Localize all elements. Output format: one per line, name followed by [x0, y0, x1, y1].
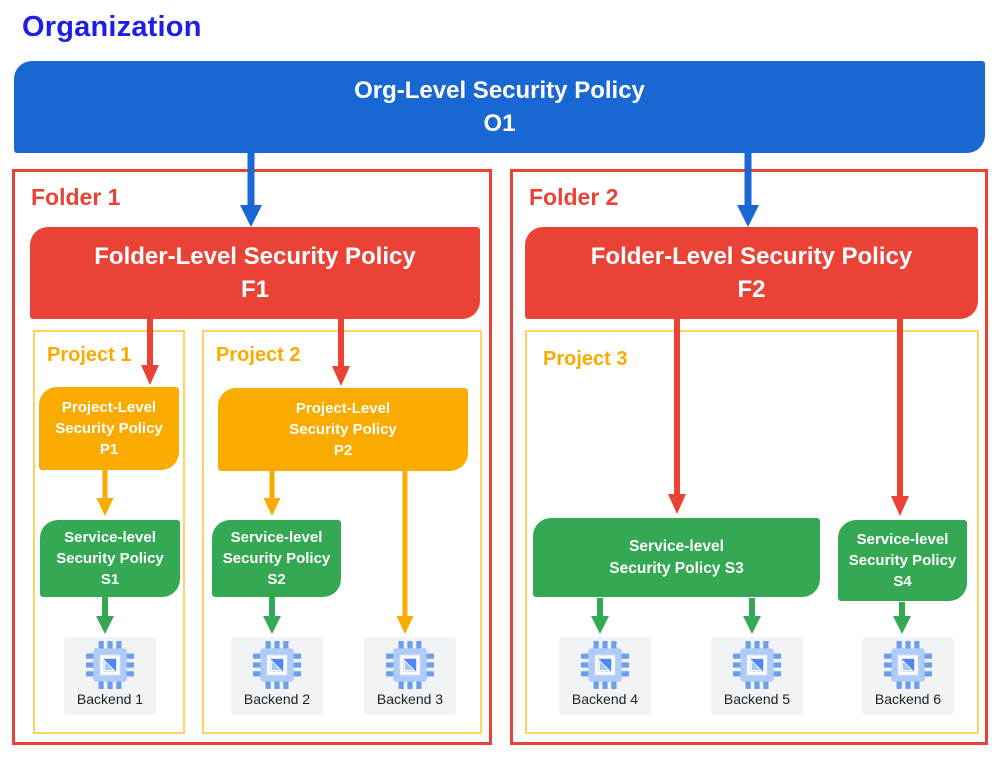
project-2-container: Project 2 Project-Level Security Policy … [202, 330, 482, 734]
project-3-container: Project 3 Service-level Security Policy … [525, 330, 979, 734]
backend-2-node: Backend 2 [231, 637, 323, 715]
s2-line: Security Policy [222, 550, 331, 567]
backend-1-node: Backend 1 [64, 637, 156, 715]
project-2-policy-id: P2 [333, 442, 353, 459]
service-policy-s1-card: Service-level Security Policy S1 [40, 520, 180, 597]
s4-line: Service-level [856, 531, 949, 548]
s3-line: Security Policy S3 [609, 559, 744, 577]
backend-4-node: Backend 4 [559, 637, 651, 715]
backend-6-node: Backend 6 [862, 637, 954, 715]
folder-2-policy-card: Folder-Level Security Policy F2 [525, 227, 978, 319]
backend-4-label: Backend 4 [571, 691, 639, 707]
s2-id: S2 [267, 571, 286, 588]
compute-chip-icon [85, 640, 135, 690]
project-1-container: Project 1 Project-Level Security Policy … [33, 330, 185, 734]
s1-id: S1 [100, 571, 120, 588]
project-1-policy-card: Project-Level Security Policy P1 [39, 387, 179, 470]
s2-line: Service-level [230, 529, 323, 546]
service-policy-s4-card: Service-level Security Policy S4 [838, 520, 967, 601]
project-1-policy-line: Security Policy [55, 420, 163, 437]
org-level-policy-card: Org-Level Security Policy O1 [14, 61, 985, 153]
s4-line: Security Policy [848, 552, 957, 569]
s1-line: Security Policy [56, 550, 164, 567]
project-1-policy-line: Project-Level [61, 399, 157, 416]
compute-chip-icon [732, 640, 782, 690]
folder-1-label: Folder 1 [31, 184, 121, 210]
backend-6-label: Backend 6 [874, 691, 942, 707]
backend-1-label: Backend 1 [76, 691, 144, 707]
project-1-policy-id: P1 [99, 441, 119, 458]
backend-5-node: Backend 5 [711, 637, 803, 715]
folder-2-policy-id: F2 [737, 276, 766, 303]
service-policy-s3-card: Service-level Security Policy S3 [533, 518, 820, 597]
folder-1-policy-id: F1 [240, 276, 269, 303]
backend-5-label: Backend 5 [723, 691, 791, 707]
backend-3-label: Backend 3 [376, 691, 444, 707]
s3-line: Service-level [629, 537, 724, 555]
compute-chip-icon [385, 640, 435, 690]
project-1-label: Project 1 [47, 344, 132, 366]
backend-2-label: Backend 2 [243, 691, 311, 707]
org-policy-id: O1 [483, 110, 516, 137]
project-2-policy-line: Security Policy [289, 421, 397, 438]
compute-chip-icon [580, 640, 630, 690]
page-title: Organization [22, 11, 202, 43]
s4-id: S4 [893, 573, 912, 590]
backend-3-node: Backend 3 [364, 637, 456, 715]
project-2-policy-card: Project-Level Security Policy P2 [218, 388, 468, 471]
folder-2-container: Folder 2 Folder-Level Security Policy F2… [510, 169, 988, 745]
folder-1-policy-name: Folder-Level Security Policy [94, 243, 416, 270]
project-2-policy-line: Project-Level [295, 400, 391, 417]
org-policy-name: Org-Level Security Policy [354, 77, 645, 104]
compute-chip-icon [883, 640, 933, 690]
folder-1-policy-card: Folder-Level Security Policy F1 [30, 227, 480, 319]
s1-line: Service-level [64, 529, 156, 546]
folder-1-container: Folder 1 Folder-Level Security Policy F1… [12, 169, 492, 745]
compute-chip-icon [252, 640, 302, 690]
project-3-label: Project 3 [543, 348, 628, 370]
folder-2-policy-name: Folder-Level Security Policy [590, 243, 913, 270]
project-2-label: Project 2 [216, 344, 301, 366]
service-policy-s2-card: Service-level Security Policy S2 [212, 520, 341, 597]
folder-2-label: Folder 2 [529, 184, 619, 210]
